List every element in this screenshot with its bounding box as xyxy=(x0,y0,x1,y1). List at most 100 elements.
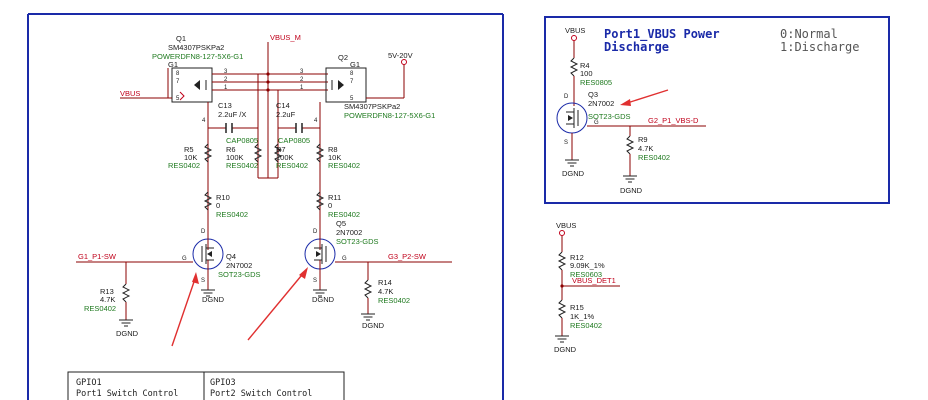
pin-label: 5 xyxy=(176,96,180,102)
pin-label: 4 xyxy=(202,118,206,124)
pin-label: 2 xyxy=(224,77,228,83)
main-sheet-frame xyxy=(27,13,504,400)
r4-ref: R4 xyxy=(580,61,590,70)
pin-label: S xyxy=(201,278,205,284)
pin-label: D xyxy=(564,94,569,100)
r7-value: 100K xyxy=(276,153,294,162)
r11-value: 0 xyxy=(328,201,332,210)
vbus-label-q3: VBUS xyxy=(565,26,585,35)
pin-label: 3 xyxy=(300,69,304,75)
gpio-col2-desc: Port2 Switch Control xyxy=(210,389,312,399)
r9-value: 4.7K xyxy=(638,144,653,153)
pin-label: G xyxy=(342,256,347,262)
gpio-table: GPIO1 Port1 Switch Control GPIO3 Port2 S… xyxy=(67,371,345,400)
pin-label: 4 xyxy=(314,118,318,124)
pin-label: 8 xyxy=(176,71,180,77)
q2-gate-label: G1 xyxy=(350,60,360,69)
r15-value: 1K_1% xyxy=(570,312,595,321)
q2-part: SM4307PSKPa2 xyxy=(344,102,400,111)
c14-value: 2.2uF xyxy=(276,110,296,119)
discharge-box: Port1_VBUS Power Discharge 0:Normal 1:Di… xyxy=(544,16,890,204)
q3-package: SOT23-GDS xyxy=(588,112,631,121)
r12-ref: R12 xyxy=(570,253,584,262)
pin-label: 1 xyxy=(224,85,228,91)
r8-ref: R8 xyxy=(328,145,338,154)
r10-value: 0 xyxy=(216,201,220,210)
q4-package: SOT23-GDS xyxy=(218,270,261,279)
pin-label: G xyxy=(182,256,187,262)
gpio-col1-title: GPIO1 xyxy=(76,378,102,388)
q3-gnd-label: DGND xyxy=(562,169,585,178)
q4-gnd-label: DGND xyxy=(202,295,225,304)
c13-ref: C13 xyxy=(218,101,232,110)
discharge-legend-normal: 0:Normal xyxy=(780,27,838,41)
q1-mosfet: Q1 SM4307PSKPa2 POWERDFN8-127-5X6-G1 G1 … xyxy=(152,34,243,103)
q1-gate-label: G1 xyxy=(168,60,178,69)
r13-package: RES0402 xyxy=(84,304,116,313)
r10-ref: R10 xyxy=(216,193,230,202)
pin-label: 8 xyxy=(350,71,354,77)
r9-package: RES0402 xyxy=(638,153,670,162)
q4-ref: Q4 xyxy=(226,252,236,261)
q3-part: 2N7002 xyxy=(588,99,614,108)
discharge-title-line1: Port1_VBUS Power xyxy=(604,27,720,42)
r4-package: RES0805 xyxy=(580,78,612,87)
net-g1-p1-sw: G1_P1-SW xyxy=(78,252,117,261)
net-g2-p1-vbs-d: G2_P1_VBS-D xyxy=(648,116,699,125)
pin-label: 3 xyxy=(224,69,228,75)
r12-value: 9.09K_1% xyxy=(570,261,605,270)
discharge-title-line2: Discharge xyxy=(604,40,669,54)
gpio-col2-title: GPIO3 xyxy=(210,378,236,388)
pin-label: 2 xyxy=(300,77,304,83)
r5-ref: R5 xyxy=(184,145,194,154)
annotation-arrows xyxy=(171,267,308,347)
pin-label: D xyxy=(313,229,318,235)
q5-ref: Q5 xyxy=(336,219,346,228)
r9-gnd-label: DGND xyxy=(620,186,643,195)
q2-package: POWERDFN8-127-5X6-G1 xyxy=(344,111,435,120)
q2-ref: Q2 xyxy=(338,53,348,62)
discharge-legend-discharge: 1:Discharge xyxy=(780,40,859,54)
c13-package: CAP0805 xyxy=(226,136,258,145)
vbus-input: VBUS xyxy=(120,68,172,99)
q4-mosfet: D S G Q4 2N7002 SOT23-GDS DGND xyxy=(182,229,261,304)
r5-value: 10K xyxy=(184,153,197,162)
r13-gnd-label: DGND xyxy=(116,329,139,338)
c14-package: CAP0805 xyxy=(278,136,310,145)
vbus-label-divider: VBUS xyxy=(556,221,576,230)
pin-label: 7 xyxy=(176,79,180,85)
gate-network: 4 4 C13 2.2uF /X CAP0805 C14 2.2uF CAP08… xyxy=(202,101,325,250)
pin-label: 1 xyxy=(300,85,304,91)
net-vbus: VBUS xyxy=(120,89,140,98)
q5-part: 2N7002 xyxy=(336,228,362,237)
r6-ref: R6 xyxy=(226,145,236,154)
r5-package: RES0402 xyxy=(168,161,200,170)
r10-package: RES0402 xyxy=(216,210,248,219)
r15-gnd-label: DGND xyxy=(554,345,577,354)
pin-label: G xyxy=(594,120,599,126)
r14-gnd-label: DGND xyxy=(362,321,385,330)
gpio-col1-desc: Port1 Switch Control xyxy=(76,389,178,399)
pin-label: 5 xyxy=(350,96,354,102)
r14-package: RES0402 xyxy=(378,296,410,305)
q3-ref: Q3 xyxy=(588,90,598,99)
r7-ref: R7 xyxy=(276,145,286,154)
r8-value: 10K xyxy=(328,153,341,162)
net-5v-20v: 5V-20V xyxy=(388,51,413,60)
q5-package: SOT23-GDS xyxy=(336,237,379,246)
net-vbus-det1: VBUS_DET1 xyxy=(572,276,616,285)
r15-ref: R15 xyxy=(570,303,584,312)
r12-package: RES0603 xyxy=(570,270,602,279)
q4-part: 2N7002 xyxy=(226,261,252,270)
r9-ref: R9 xyxy=(638,135,648,144)
r6-package: RES0402 xyxy=(226,161,258,170)
r15-package: RES0402 xyxy=(570,321,602,330)
r8-package: RES0402 xyxy=(328,161,360,170)
q2-mosfet: Q2 G1 8 7 5 SM4307PSKPa2 POWERDFN8-127-5… xyxy=(325,51,435,120)
r13-ref: R13 xyxy=(100,287,114,296)
q5-gnd-label: DGND xyxy=(312,295,335,304)
c13-value: 2.2uF /X xyxy=(218,110,246,119)
q1-package: POWERDFN8-127-5X6-G1 xyxy=(152,52,243,61)
pin-label: S xyxy=(564,140,568,146)
